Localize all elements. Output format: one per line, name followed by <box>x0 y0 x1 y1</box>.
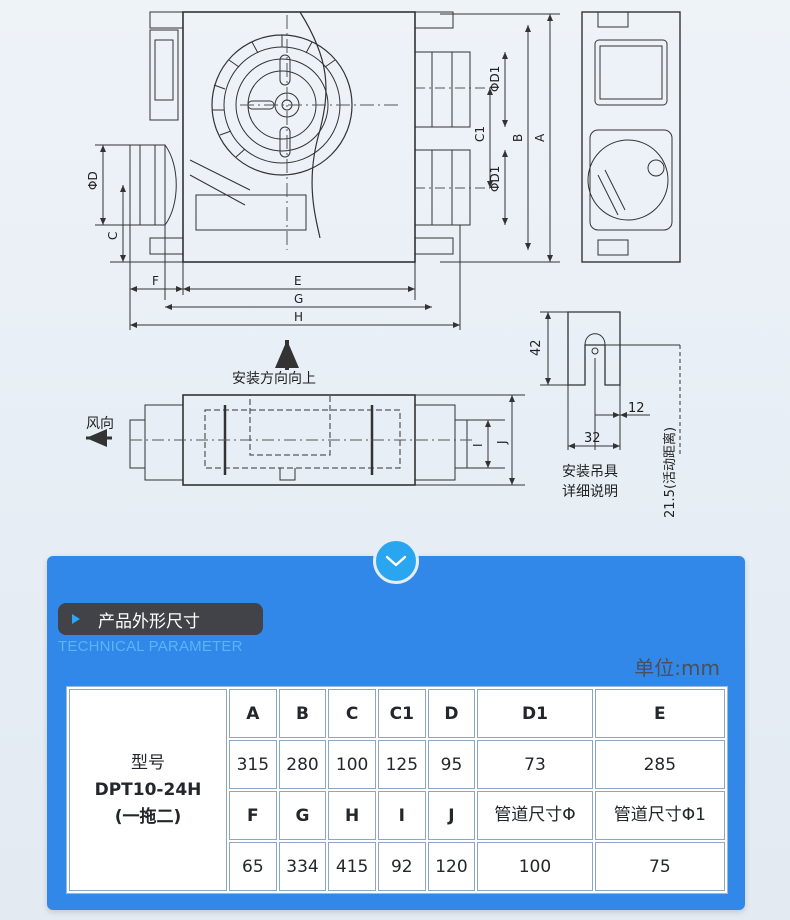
dim-label-g: G <box>294 292 303 306</box>
dimension-drawing: ΦD1 ΦD1 C1 B A ΦD C F E G H I J 42 12 32… <box>86 11 681 518</box>
wind-direction-label: 风向 <box>86 416 114 432</box>
table-header-cell: C1 <box>377 689 426 738</box>
table-row: 型号 DPT10-24H (一拖二) A B C C1 D D1 E <box>69 689 725 891</box>
table-header-cell: C <box>328 689 376 738</box>
dim-label-d: ΦD <box>86 171 100 190</box>
section-subtitle: TECHNICAL PARAMETER <box>58 638 243 655</box>
model-label: 型号 <box>131 752 165 773</box>
table-header-cell: B <box>278 689 327 738</box>
table-cell: 75 <box>594 842 725 891</box>
movable-distance-label: 21.5(活动距离) <box>662 427 678 518</box>
unit-label: 单位:mm <box>634 656 720 680</box>
table-cell: 65 <box>229 842 277 891</box>
table-header-cell: I <box>377 791 426 840</box>
table-header-cell: 管道尺寸Φ1 <box>594 791 725 840</box>
table-cell: 125 <box>377 740 426 789</box>
dim-label-42: 42 <box>529 339 544 356</box>
table-cell: 120 <box>427 842 476 891</box>
spec-table: 型号 DPT10-24H (一拖二) A B C C1 D D1 E 315 2… <box>66 686 728 894</box>
model-cell: 型号 DPT10-24H (一拖二) <box>69 689 227 891</box>
table-header-cell: H <box>328 791 376 840</box>
table-header-cell: G <box>278 791 327 840</box>
table-header-cell: D <box>427 689 476 738</box>
scroll-down-button[interactable] <box>373 538 419 584</box>
model-number: DPT10-24H <box>94 779 202 800</box>
table-header-cell: J <box>427 791 476 840</box>
dim-label-c: C <box>106 232 120 240</box>
dim-label-b: B <box>511 134 525 142</box>
dim-label-i: I <box>471 443 485 447</box>
table-row: F G H I J 管道尺寸Φ 管道尺寸Φ1 <box>69 791 725 840</box>
table-header-cell: A <box>229 689 277 738</box>
chevron-down-icon <box>385 555 407 567</box>
dim-label-12: 12 <box>628 401 645 416</box>
table-cell: 285 <box>594 740 725 789</box>
table-cell: 334 <box>278 842 327 891</box>
dim-label-j: J <box>495 440 509 445</box>
table-cell: 73 <box>477 740 593 789</box>
dim-label-f: F <box>152 274 159 288</box>
dim-label-a: A <box>533 133 547 142</box>
front-view-body <box>182 11 416 263</box>
table-cell: 92 <box>377 842 426 891</box>
dim-label-32: 32 <box>584 431 601 446</box>
table-cell: 100 <box>328 740 376 789</box>
play-triangle-icon <box>72 614 80 624</box>
dim-label-h: H <box>294 310 303 324</box>
model-variant: (一拖二) <box>114 806 182 827</box>
table-cell: 315 <box>229 740 277 789</box>
table-row: 315 280 100 125 95 73 285 <box>69 740 725 789</box>
table-cell: 100 <box>477 842 593 891</box>
table-cell: 415 <box>328 842 376 891</box>
hanger-note-line2: 详细说明 <box>562 484 618 500</box>
table-header-cell: D1 <box>477 689 593 738</box>
table-row: 65 334 415 92 120 100 75 <box>69 842 725 891</box>
table-header-cell: F <box>229 791 277 840</box>
table-cell: 280 <box>278 740 327 789</box>
table-header-cell: E <box>594 689 725 738</box>
dim-label-d1-bottom: ΦD1 <box>488 166 502 192</box>
dim-label-c1: C1 <box>473 126 487 142</box>
hanger-note-line1: 安装吊具 <box>562 464 618 480</box>
dim-label-e: E <box>294 274 302 288</box>
table-header-cell: 管道尺寸Φ <box>477 791 593 840</box>
table-cell: 95 <box>427 740 476 789</box>
side-view-body <box>581 11 681 263</box>
dim-label-d1-top: ΦD1 <box>488 66 502 92</box>
section-title: 产品外形尺寸 <box>98 611 200 632</box>
section-title-pill: 产品外形尺寸 <box>58 603 263 635</box>
install-direction-label: 安装方向向上 <box>232 371 316 387</box>
